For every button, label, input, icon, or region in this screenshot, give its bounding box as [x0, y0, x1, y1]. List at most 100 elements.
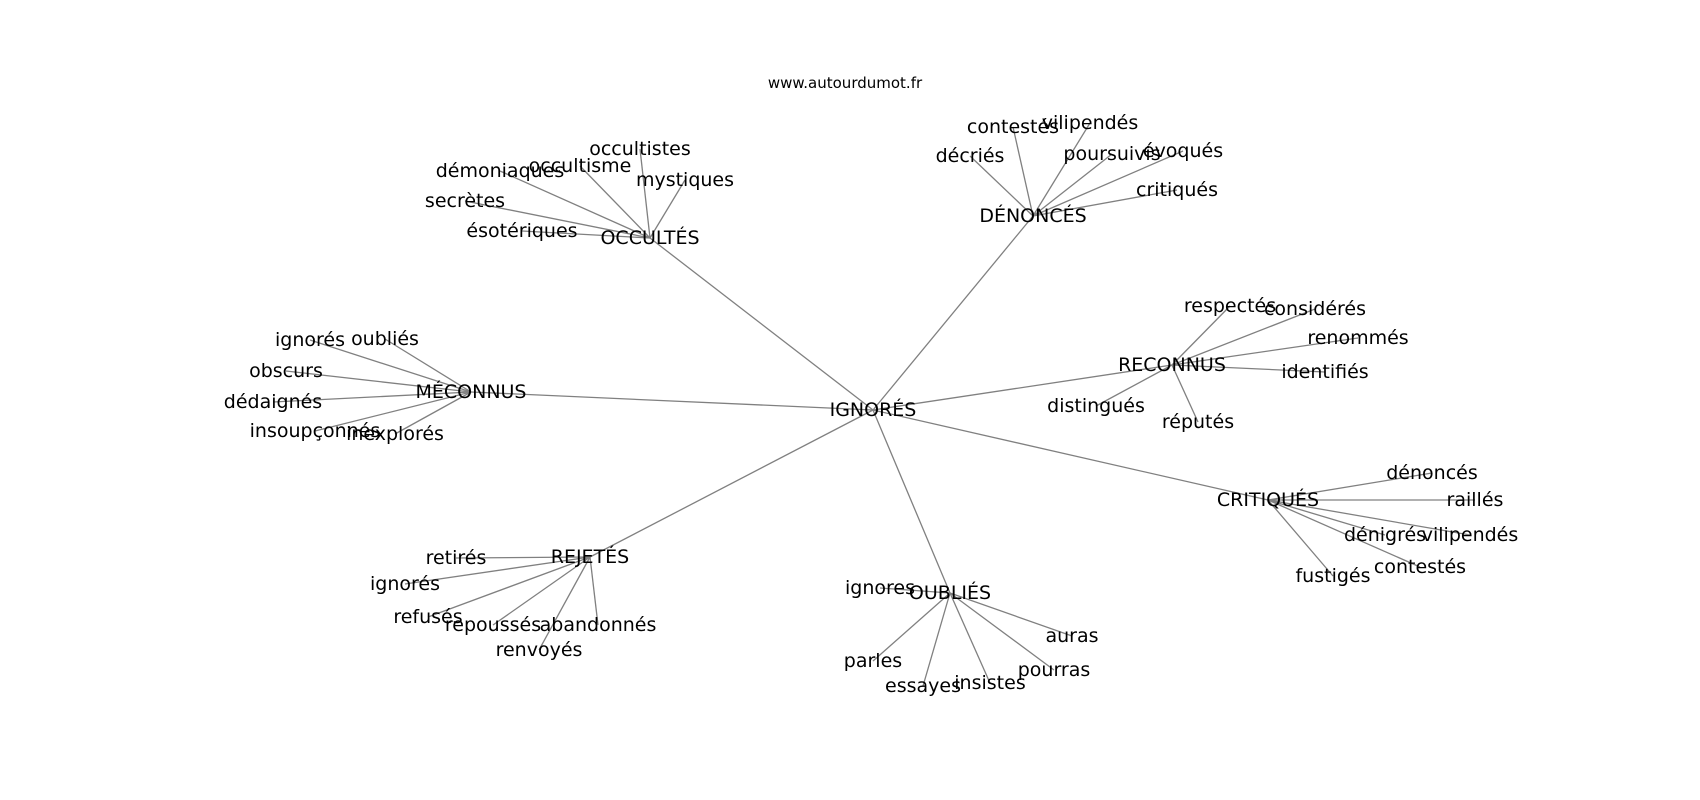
cluster-word[interactable]: RECONNUS	[1118, 354, 1226, 376]
leaf-edge	[579, 165, 651, 239]
leaf-word[interactable]: dénoncés	[1386, 462, 1478, 484]
leaf-word[interactable]: réputés	[1162, 411, 1234, 433]
leaf-word[interactable]: inexplorés	[346, 423, 444, 445]
leaf-word[interactable]: renvoyés	[496, 639, 583, 661]
leaf-word[interactable]: occultisme	[529, 155, 632, 177]
cluster-word[interactable]: REJETÉS	[551, 545, 630, 568]
cluster-word[interactable]: DÉNONCÉS	[979, 204, 1086, 227]
leaf-edge	[1267, 499, 1334, 577]
leaf-word[interactable]: distingués	[1047, 395, 1145, 417]
leaf-edge	[521, 230, 651, 239]
site-label[interactable]: www.autourdumot.fr	[768, 74, 923, 92]
leaf-edge	[949, 592, 1073, 637]
leaf-word[interactable]: considérés	[1264, 298, 1366, 320]
leaf-word[interactable]: respectés	[1184, 295, 1276, 317]
leaf-edge	[1171, 308, 1316, 366]
leaf-word[interactable]: retirés	[426, 547, 487, 569]
leaf-edge	[455, 556, 591, 559]
leaf-edge	[394, 391, 472, 435]
leaf-word[interactable]: obscurs	[249, 360, 323, 382]
leaf-word[interactable]: renommés	[1307, 327, 1408, 349]
leaf-word[interactable]: repoussés	[445, 614, 541, 636]
leaf-edge	[499, 170, 651, 239]
cluster-word[interactable]: OCCULTÉS	[600, 226, 699, 249]
leaf-edge	[1267, 499, 1471, 536]
leaf-word[interactable]: refusés	[393, 606, 462, 628]
leaf-word[interactable]: contestés	[967, 116, 1059, 138]
leaf-edge	[1032, 189, 1178, 217]
leaf-edge	[1171, 337, 1359, 366]
cluster-word[interactable]: CRITIQUÉS	[1217, 488, 1319, 511]
leaf-word[interactable]: auras	[1045, 625, 1098, 647]
leaf-edge	[1032, 150, 1184, 217]
leaf-word[interactable]: évoqués	[1143, 140, 1223, 162]
center-edge	[470, 391, 874, 411]
center-edge	[872, 409, 1269, 501]
leaf-word[interactable]: décriés	[936, 145, 1005, 167]
leaf-word[interactable]: ignorés	[370, 573, 440, 595]
leaf-word[interactable]: dénigrés	[1344, 524, 1426, 546]
leaf-word[interactable]: raillés	[1447, 489, 1504, 511]
center-edge	[872, 364, 1173, 411]
leaf-edge	[285, 370, 472, 393]
leaf-word[interactable]: ignorés	[275, 329, 345, 351]
leaf-edge	[1095, 364, 1173, 407]
leaf-edge	[949, 592, 1055, 671]
leaf-edge	[314, 391, 472, 432]
leaf-edge	[1171, 305, 1231, 366]
leaf-word[interactable]: vilipendés	[1422, 524, 1519, 546]
leaf-edge	[492, 556, 591, 626]
leaf-edge	[309, 339, 472, 393]
leaf-word[interactable]: insoupçonnés	[250, 420, 381, 442]
leaf-word[interactable]: poursuivis	[1063, 143, 1160, 165]
leaf-word[interactable]: secrètes	[425, 190, 505, 212]
leaf-word[interactable]: oubliés	[351, 328, 419, 350]
leaf-edge	[1267, 499, 1421, 568]
leaf-word[interactable]: insistes	[954, 672, 1025, 694]
leaf-word[interactable]: essayes	[885, 675, 961, 697]
leaf-word[interactable]: pourras	[1018, 659, 1091, 681]
leaf-word[interactable]: occultistes	[589, 138, 691, 160]
leaf-word[interactable]: parles	[844, 650, 902, 672]
leaf-edge	[639, 148, 651, 239]
leaf-edge	[1267, 499, 1386, 536]
center-edge	[872, 409, 951, 594]
leaf-edge	[922, 592, 951, 687]
cluster-word[interactable]: MÉCONNUS	[415, 380, 526, 403]
leaf-edge	[649, 179, 686, 239]
leaf-edge	[464, 200, 651, 239]
leaf-edge	[404, 556, 591, 585]
leaf-word[interactable]: ignores	[845, 577, 915, 599]
leaf-word[interactable]: dédaignés	[224, 391, 322, 413]
leaf-edge	[1171, 364, 1199, 423]
leaf-edge	[872, 592, 951, 662]
leaf-word[interactable]: abandonnés	[540, 614, 657, 636]
leaf-word[interactable]: contestés	[1374, 556, 1466, 578]
leaf-edge	[538, 556, 591, 651]
center-edge	[649, 237, 874, 411]
graph-edges	[272, 122, 1475, 687]
leaf-word[interactable]: démoniaques	[436, 160, 565, 182]
leaf-edge	[969, 155, 1034, 217]
graph-labels: www.autourdumot.fr IGNORÉS OCCULTÉS occul…	[224, 74, 1518, 697]
leaf-edge	[272, 391, 472, 403]
leaf-word[interactable]: ésotériques	[466, 220, 577, 242]
leaf-edge	[1171, 364, 1326, 373]
center-word[interactable]: IGNORÉS	[830, 398, 917, 421]
leaf-word[interactable]: critiqués	[1136, 179, 1218, 201]
leaf-edge	[589, 556, 599, 626]
leaf-edge	[949, 592, 991, 684]
leaf-edge	[879, 587, 951, 594]
leaf-edge	[427, 556, 591, 618]
leaf-word[interactable]: vilipendés	[1042, 112, 1139, 134]
center-edge	[872, 215, 1034, 411]
leaf-word[interactable]: fustigés	[1295, 565, 1370, 587]
leaf-edge	[1032, 153, 1113, 217]
cluster-word[interactable]: OUBLIÉS	[909, 581, 991, 604]
leaf-edge	[384, 338, 472, 393]
leaf-word[interactable]: identifiés	[1281, 361, 1368, 383]
center-edge	[589, 409, 874, 558]
leaf-edge	[1032, 122, 1091, 217]
leaf-word[interactable]: mystiques	[636, 169, 734, 191]
